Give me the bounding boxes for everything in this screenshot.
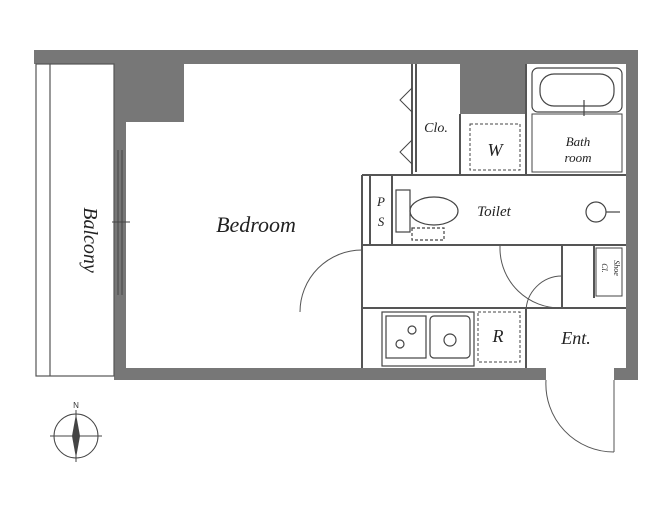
- compass-icon: N: [50, 401, 102, 462]
- entrance-door[interactable]: [545, 379, 615, 453]
- balcony-window: [112, 150, 130, 295]
- bathtub-icon: [531, 67, 623, 116]
- refrigerator-space: [477, 311, 521, 363]
- bathroom-label-line2: room: [565, 150, 592, 165]
- entrance-label: Ent.: [560, 328, 591, 348]
- washer-label: W: [488, 140, 505, 160]
- bedroom-label: Bedroom: [216, 212, 296, 237]
- kitchen-counter: [381, 311, 475, 367]
- closet-label: Clo.: [424, 121, 448, 136]
- kitchen-door[interactable]: [525, 275, 563, 313]
- shoe-closet-label-line1: Shoe: [612, 260, 621, 276]
- bathroom-floor: [531, 113, 623, 173]
- toilet-icon: [395, 189, 459, 241]
- bedroom-door[interactable]: [299, 249, 363, 313]
- washbasin-icon: [585, 201, 620, 223]
- refrigerator-label: R: [492, 326, 504, 346]
- pipe-space-label-s: S: [378, 214, 385, 229]
- shoe-closet: [595, 247, 623, 297]
- closet-marks: [399, 87, 413, 165]
- outer-walls: [34, 50, 638, 380]
- pipe-space-label-p: P: [376, 194, 385, 209]
- balcony: [35, 63, 115, 377]
- toilet-door[interactable]: [499, 245, 561, 309]
- bathroom-label-line1: Bath: [566, 134, 591, 149]
- washer-pan: [469, 123, 521, 171]
- compass-north-label: N: [73, 401, 79, 410]
- toilet-label: Toilet: [477, 204, 511, 220]
- shoe-closet-label-line2: Cl.: [600, 263, 609, 273]
- balcony-label: Balcony: [79, 207, 101, 273]
